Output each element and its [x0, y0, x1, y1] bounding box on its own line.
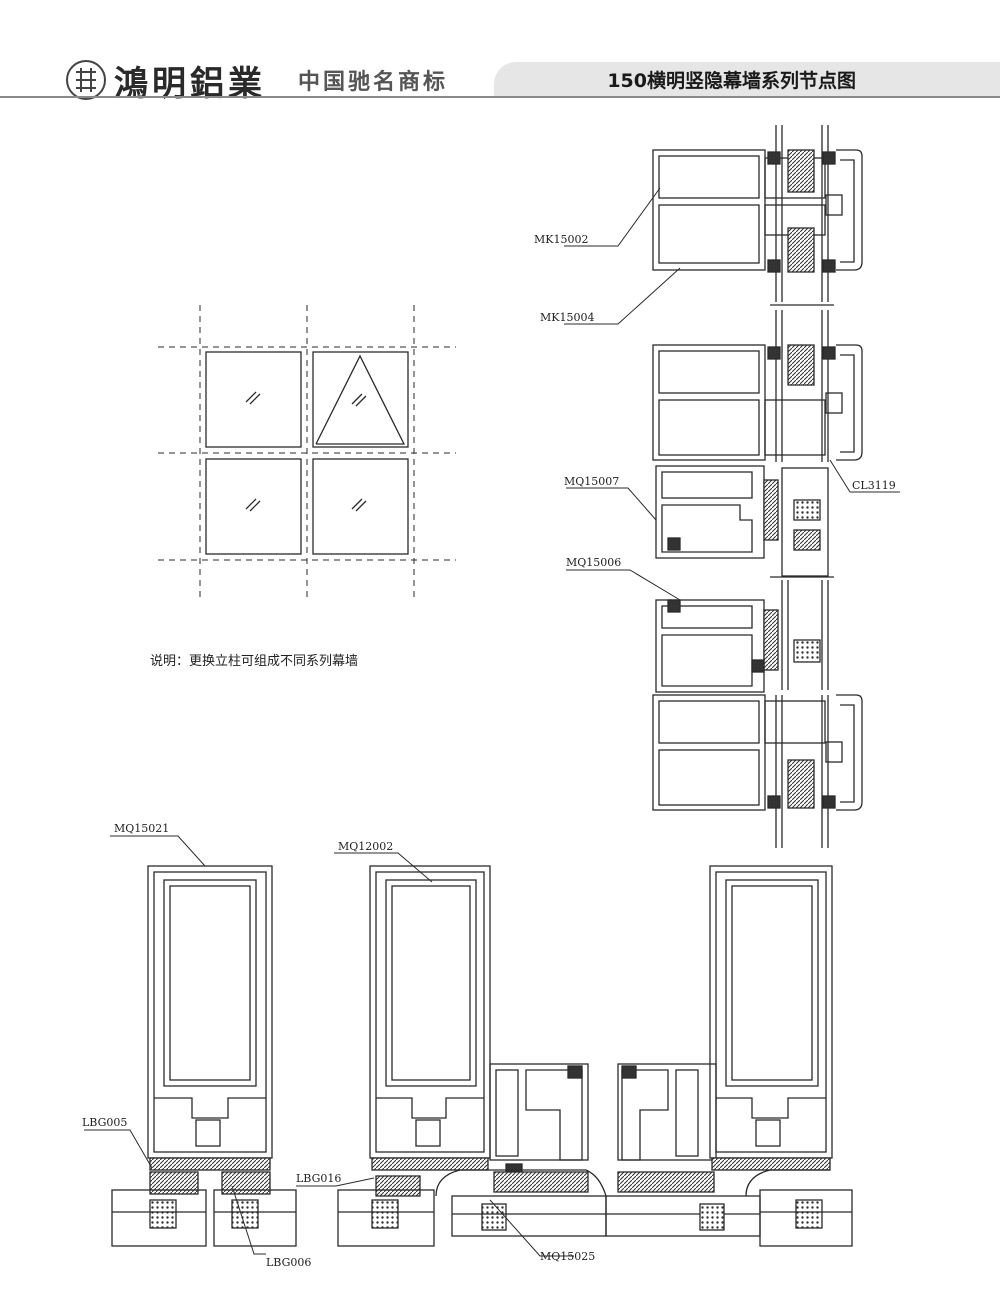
label-mq15006: MQ15006 — [566, 556, 621, 569]
label-mk15004: MK15004 — [540, 311, 594, 324]
leader-lines — [84, 187, 900, 1257]
page-header: 鴻明鋁業 中国驰名商标 150横明竖隐幕墙系列节点图 — [0, 0, 1000, 104]
title-tab — [494, 62, 1000, 98]
label-lbg016: LBG016 — [296, 1172, 341, 1185]
label-lbg005: LBG005 — [82, 1116, 127, 1129]
part-labels: MK15002 MK15004 MQ15007 CL3119 MQ15006 M… — [82, 233, 896, 1269]
label-mq12002: MQ12002 — [338, 840, 393, 853]
company-logo-icon — [66, 60, 106, 100]
drawing-note: 说明：更换立柱可组成不同系列幕墙 — [150, 654, 359, 669]
page-title: 150横明竖隐幕墙系列节点图 — [607, 70, 856, 92]
label-mk15002: MK15002 — [534, 233, 588, 246]
label-mq15025: MQ15025 — [540, 1250, 595, 1263]
label-mq15007: MQ15007 — [564, 475, 619, 488]
elevation-grid — [158, 305, 456, 600]
label-mq15021: MQ15021 — [114, 822, 169, 835]
vertical-section — [652, 125, 863, 848]
trademark-text: 中国驰名商标 — [298, 70, 449, 95]
header-divider — [0, 96, 1000, 98]
label-cl3119: CL3119 — [852, 479, 896, 492]
elevation-panels — [205, 351, 409, 555]
label-lbg006: LBG006 — [266, 1256, 311, 1269]
horizontal-sections — [111, 865, 853, 1247]
